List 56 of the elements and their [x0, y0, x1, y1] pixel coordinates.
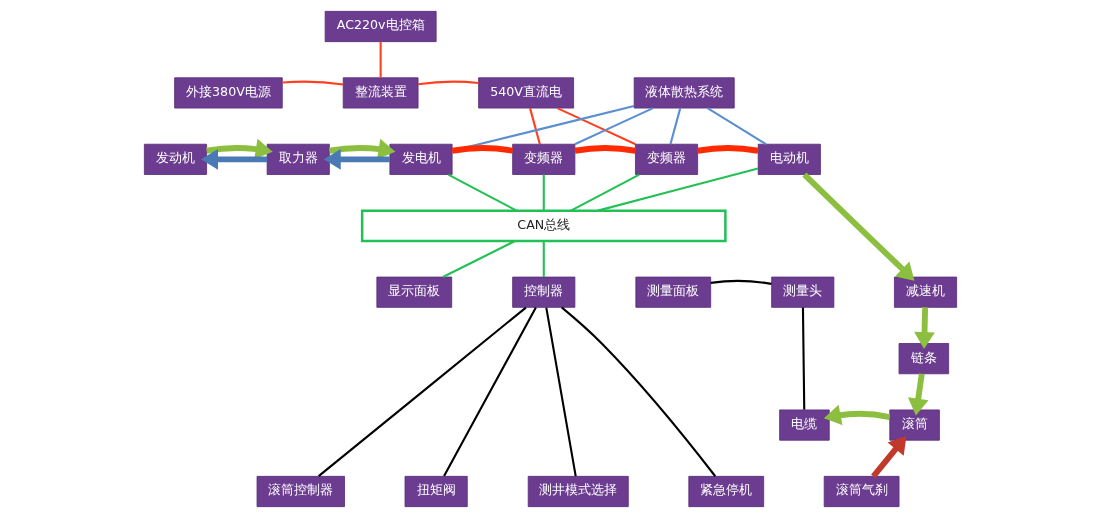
connector [706, 107, 767, 146]
connector [696, 145, 759, 154]
connector [417, 80, 479, 86]
connector [556, 107, 636, 146]
connector [451, 105, 634, 152]
node-box: 滚筒 [888, 409, 940, 441]
connector [442, 307, 537, 477]
arrow [200, 148, 267, 170]
node-box: 540V直流电 [477, 77, 574, 109]
node-box: 发动机 [143, 143, 207, 175]
arrow [823, 404, 890, 426]
connector [542, 174, 545, 211]
arrow [870, 435, 906, 479]
connector [801, 307, 805, 410]
node-box: 控制器 [511, 276, 575, 308]
node-box: 链条 [898, 343, 949, 375]
node-box: 变频器 [634, 143, 698, 175]
node-box: 外接380V电源 [173, 77, 283, 109]
connector [710, 279, 772, 285]
node-box: 测井模式选择 [527, 475, 629, 508]
node-box: 测量面板 [634, 276, 711, 308]
node-box: 滚筒气刹 [823, 475, 899, 508]
connector [544, 307, 577, 477]
connector [597, 167, 758, 212]
node-box: 整流装置 [342, 77, 418, 109]
connector [379, 41, 382, 78]
connector [668, 107, 681, 145]
node-box: 紧急停机 [687, 475, 764, 508]
node-box: 扭矩阀 [404, 475, 468, 508]
connector [542, 241, 545, 278]
arrow [907, 373, 929, 416]
node-box: 取力器 [266, 143, 330, 175]
connector [451, 145, 513, 154]
connector [317, 306, 527, 477]
connector [569, 173, 640, 212]
node-box: 变频器 [511, 143, 575, 175]
arrow [913, 307, 935, 350]
node-box: CAN总线 [360, 209, 727, 243]
node-box: 减速机 [893, 276, 957, 308]
arrow [323, 148, 390, 170]
connector [281, 80, 343, 86]
node-box: AC220v电控箱 [324, 10, 437, 43]
connector [573, 145, 636, 154]
arrow [801, 172, 914, 281]
node-box: 电动机 [757, 143, 821, 175]
connector [573, 107, 653, 146]
node-box: 滚筒控制器 [256, 475, 345, 508]
node-box: 测量头 [770, 276, 834, 308]
node-box: 液体散热系统 [633, 77, 735, 109]
connector [528, 107, 541, 145]
connector [441, 240, 515, 278]
node-box: 电缆 [778, 409, 830, 441]
node-box: 显示面板 [375, 276, 452, 308]
connector [560, 306, 716, 477]
node-box: 发电机 [388, 143, 453, 175]
connector [447, 173, 517, 212]
